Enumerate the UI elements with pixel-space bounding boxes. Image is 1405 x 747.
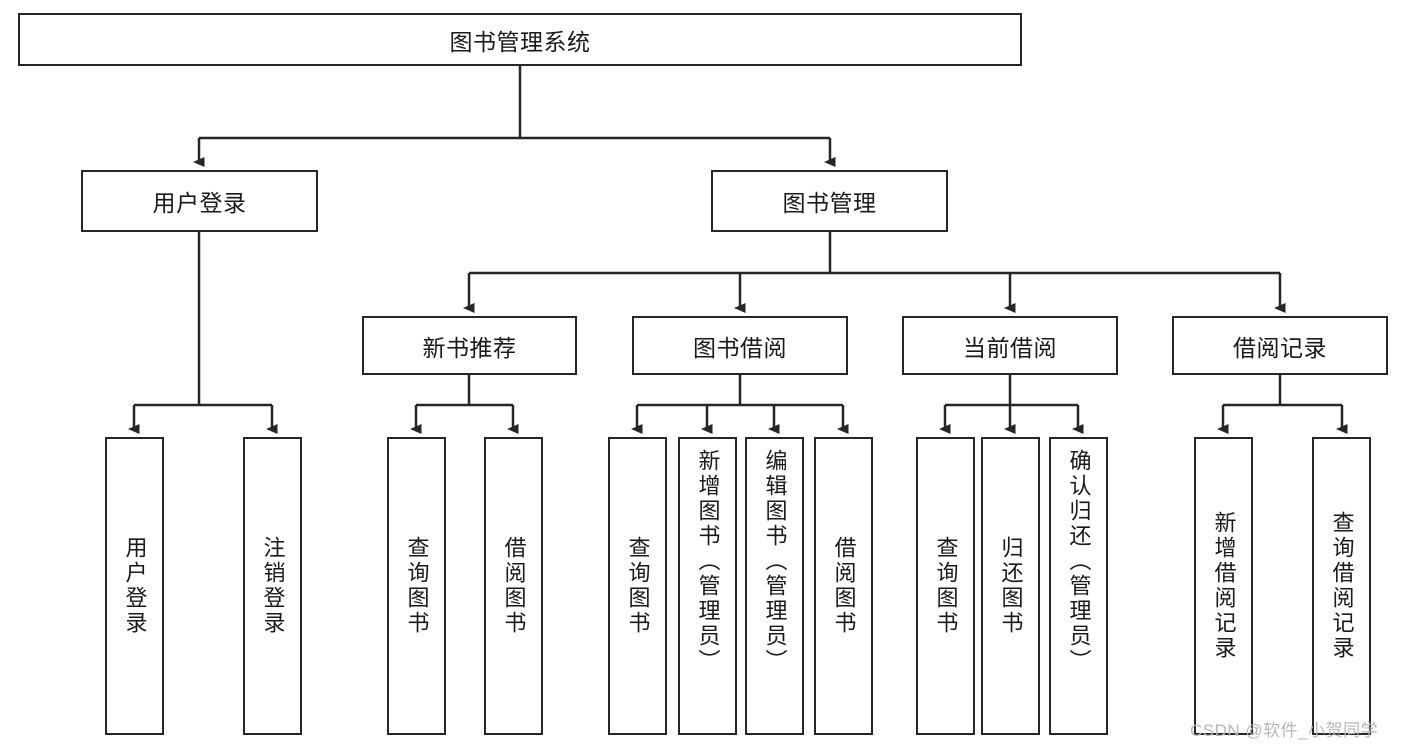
node-root-system[interactable]: 图书管理系统 (18, 13, 1022, 66)
node-label: 当前借阅 (963, 334, 1057, 361)
node-label: 借阅记录 (1233, 334, 1327, 361)
node-label: 图书管理 (782, 190, 877, 216)
leaf-query-book-borrow[interactable]: 查询图书 (608, 437, 667, 735)
leaf-logout-login[interactable]: 注销登录 (243, 437, 302, 735)
leaf-query-book-current[interactable]: 查询图书 (916, 437, 975, 735)
leaf-add-borrow-record[interactable]: 新增借阅记录 (1194, 437, 1253, 735)
node-label: 注销登录 (260, 536, 286, 636)
node-label: 借阅图书 (501, 536, 527, 636)
leaf-borrow-book[interactable]: 借阅图书 (814, 437, 873, 735)
leaf-confirm-return[interactable]: 确认归还（管理员） (1049, 437, 1108, 735)
node-label: 编辑图书（管理员） (762, 449, 788, 674)
watermark-text: CSDN @软件_小贺同学 (1190, 721, 1379, 740)
node-label: 新增图书（管理员） (695, 449, 721, 674)
node-new-book-recommend[interactable]: 新书推荐 (362, 316, 577, 375)
node-label: 查询图书 (625, 536, 651, 636)
leaf-edit-book[interactable]: 编辑图书（管理员） (745, 437, 804, 735)
leaf-user-login[interactable]: 用户登录 (105, 437, 164, 735)
node-borrow-record[interactable]: 借阅记录 (1172, 316, 1388, 375)
node-label: 查询图书 (404, 536, 430, 636)
node-label: 用户登录 (122, 536, 148, 636)
leaf-return-book[interactable]: 归还图书 (981, 437, 1040, 735)
node-current-borrow[interactable]: 当前借阅 (902, 316, 1118, 375)
node-label: 用户登录 (152, 190, 247, 216)
node-label: 查询借阅记录 (1329, 511, 1355, 661)
node-book-management[interactable]: 图书管理 (711, 170, 948, 232)
leaf-add-book[interactable]: 新增图书（管理员） (678, 437, 737, 735)
node-label: 归还图书 (998, 536, 1024, 636)
node-label: 图书借阅 (693, 334, 787, 361)
node-label: 确认归还（管理员） (1066, 449, 1092, 674)
node-label: 图书管理系统 (449, 28, 591, 55)
leaf-query-borrow-record[interactable]: 查询借阅记录 (1312, 437, 1371, 735)
node-label: 查询图书 (933, 536, 959, 636)
node-book-borrow[interactable]: 图书借阅 (632, 316, 848, 375)
node-label: 借阅图书 (831, 536, 857, 636)
node-label: 新书推荐 (422, 334, 517, 361)
node-user-login[interactable]: 用户登录 (81, 170, 318, 232)
node-label: 新增借阅记录 (1211, 511, 1237, 661)
leaf-borrow-book-recommend[interactable]: 借阅图书 (484, 437, 543, 735)
leaf-query-book-recommend[interactable]: 查询图书 (387, 437, 446, 735)
